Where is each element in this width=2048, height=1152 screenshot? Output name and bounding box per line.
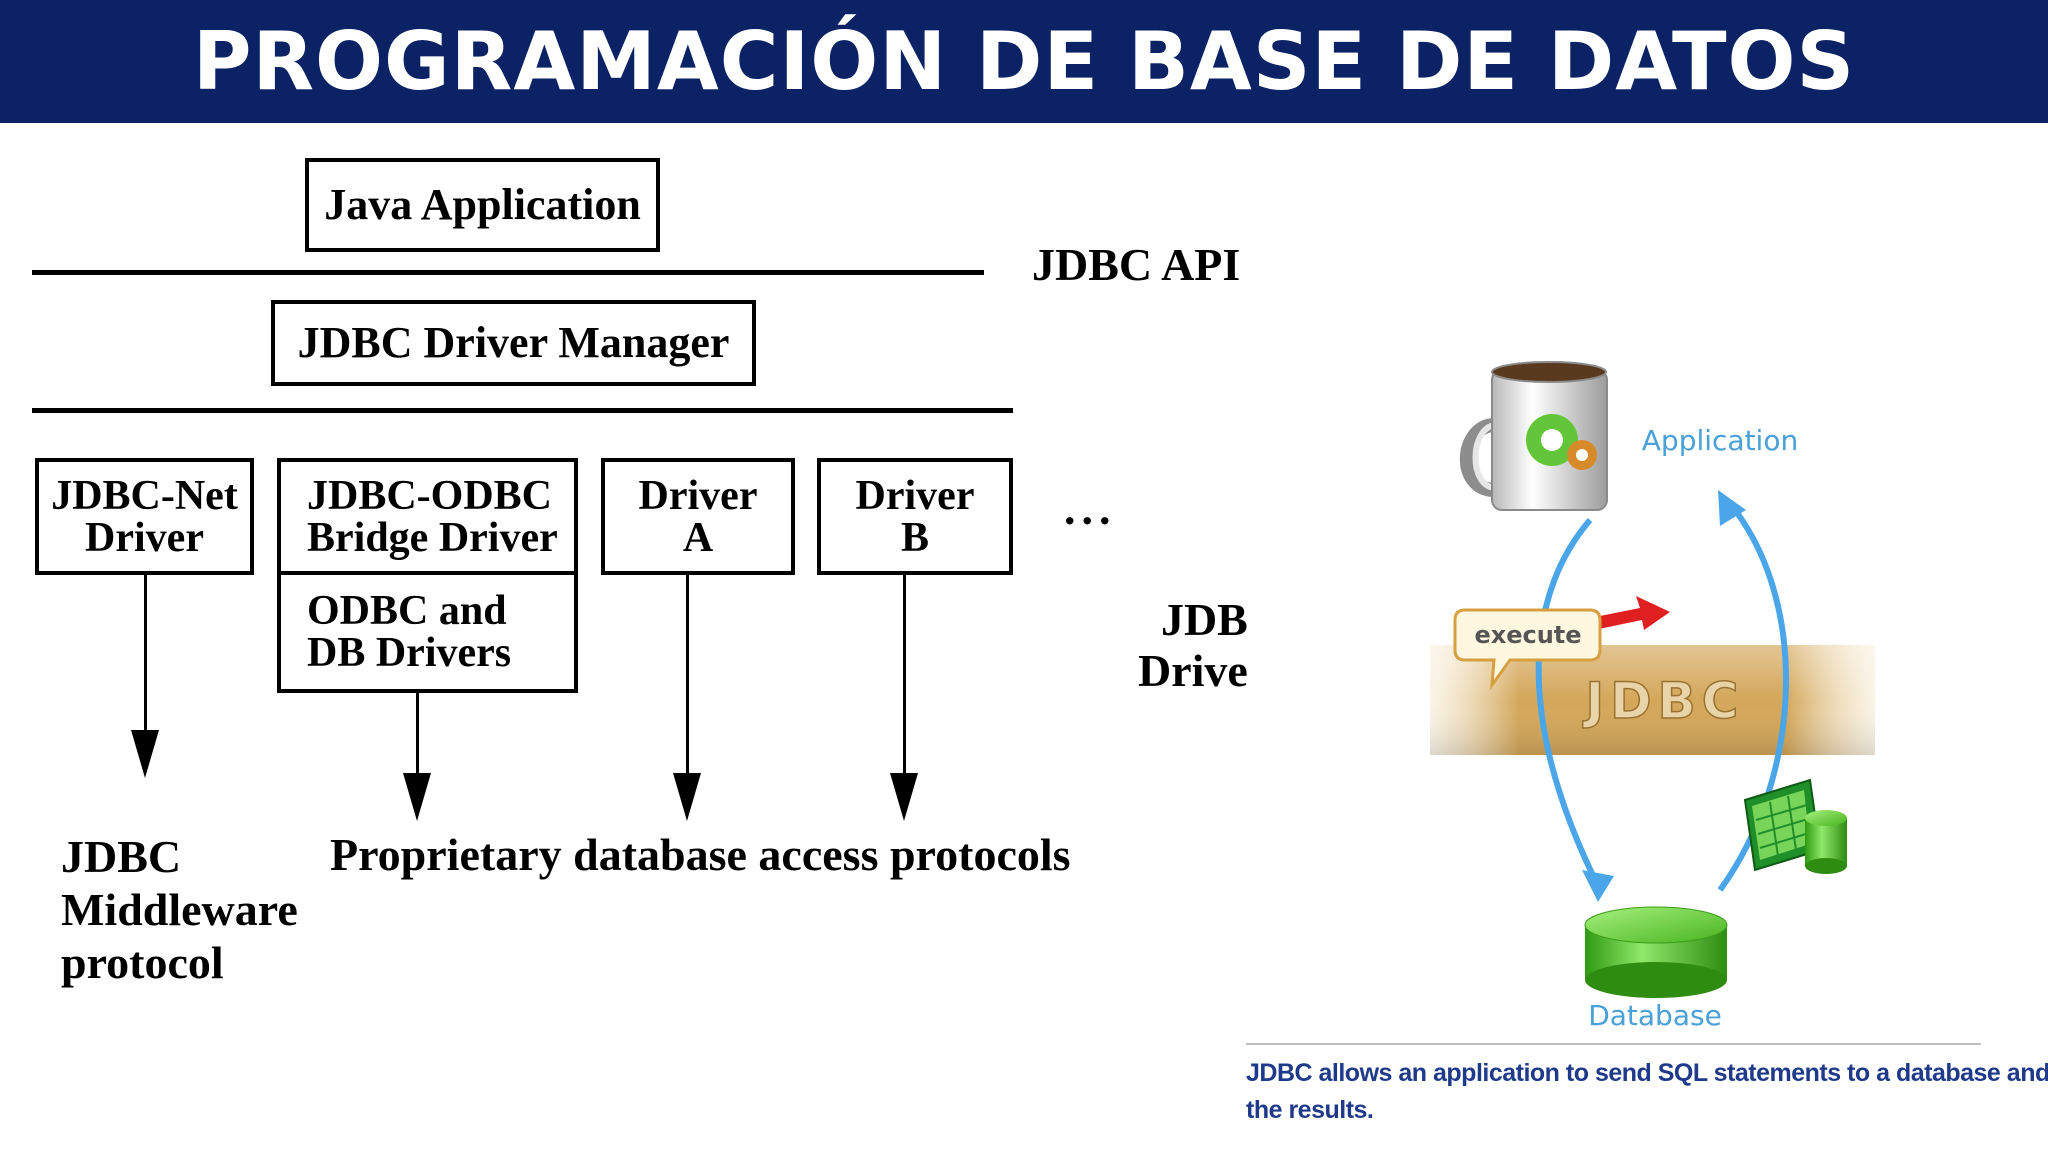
- small-database-icon: [1805, 810, 1847, 874]
- driver-a-box: Driver A: [601, 458, 795, 575]
- database-label: Database: [1588, 999, 1722, 1032]
- execute-label: execute: [1474, 621, 1581, 649]
- java-application-box: Java Application: [305, 158, 660, 252]
- driver-b-line1: Driver: [855, 472, 975, 519]
- execute-flow-arrow: [1535, 518, 1603, 892]
- driver-manager-box: JDBC Driver Manager: [271, 300, 756, 386]
- java-application-label: Java Application: [324, 180, 641, 229]
- jdbc-band-label: JDBC: [1583, 672, 1745, 730]
- driver-a-line2: A: [682, 514, 714, 561]
- jdbc-odbc-bridge-box: JDBC-ODBC Bridge Driver: [277, 458, 578, 575]
- jdbc-drive-label: JDB Drive: [1138, 594, 1248, 696]
- ellipsis: ...: [1064, 483, 1117, 534]
- jdbc-drive-line2: Drive: [1138, 644, 1248, 696]
- odbc-line1: ODBC and: [307, 588, 507, 634]
- driver-manager-line: [32, 408, 1013, 413]
- jdbc-caption: JDBC allows an application to send SQL s…: [1246, 1055, 2048, 1129]
- driver-b-line2: B: [900, 514, 929, 561]
- driver-b-box: Driver B: [817, 458, 1013, 575]
- middleware-line1: JDBC: [61, 831, 182, 882]
- driver-a-line1: Driver: [638, 472, 758, 519]
- odbc-connector: [416, 693, 419, 778]
- driver-b-arrowhead: [890, 773, 918, 821]
- execute-red-arrow-icon: [1590, 596, 1670, 630]
- title-bar: PROGRAMACIÓN DE BASE DE DATOS: [0, 0, 2048, 123]
- jdbc-api-line: [32, 270, 984, 275]
- odbc-arrowhead: [403, 773, 431, 821]
- jdbc-net-arrowhead: [131, 730, 159, 778]
- driver-b-connector: [903, 575, 906, 778]
- driver-manager-label: JDBC Driver Manager: [297, 318, 730, 367]
- coffee-mug-icon: [1459, 361, 1608, 511]
- caption-divider: [1246, 1043, 1981, 1045]
- middleware-protocol-label: JDBC Middleware protocol: [61, 830, 298, 989]
- jdbc-api-label: JDBC API: [1032, 239, 1241, 290]
- jdbc-net-driver-line1: JDBC-Net: [51, 472, 238, 519]
- odbc-line2: DB Drivers: [307, 630, 512, 676]
- jdbc-net-driver-line2: Driver: [85, 514, 204, 561]
- caption-line2: the results.: [1246, 1096, 1374, 1124]
- driver-a-arrowhead: [673, 773, 701, 821]
- database-icon: [1584, 906, 1728, 998]
- jdbc-net-connector: [144, 575, 147, 735]
- results-flow-arrow: [1717, 508, 1789, 892]
- jdbc-drive-line1: JDB: [1160, 594, 1248, 645]
- jdbc-odbc-line2: Bridge Driver: [307, 514, 558, 561]
- middleware-line2: Middleware: [61, 884, 298, 935]
- middleware-line3: protocol: [61, 937, 224, 988]
- execute-callout: [1453, 608, 1602, 691]
- page-title: PROGRAMACIÓN DE BASE DE DATOS: [192, 15, 1856, 108]
- driver-a-connector: [686, 575, 689, 778]
- jdbc-net-driver-box: JDBC-Net Driver: [35, 458, 254, 575]
- proprietary-protocols-label: Proprietary database access protocols: [330, 829, 1071, 880]
- results-table-icon: [1743, 778, 1822, 872]
- application-arrowhead-icon: [1718, 490, 1746, 526]
- database-arrowhead-icon: [1582, 870, 1614, 902]
- jdbc-cycle-illustration: JDBC Application execute: [1430, 361, 1875, 1032]
- jdbc-odbc-line1: JDBC-ODBC: [307, 472, 553, 519]
- caption-line1: JDBC allows an application to send SQL s…: [1246, 1059, 2048, 1087]
- application-label: Application: [1642, 424, 1798, 457]
- odbc-db-drivers-box: ODBC and DB Drivers: [277, 571, 578, 693]
